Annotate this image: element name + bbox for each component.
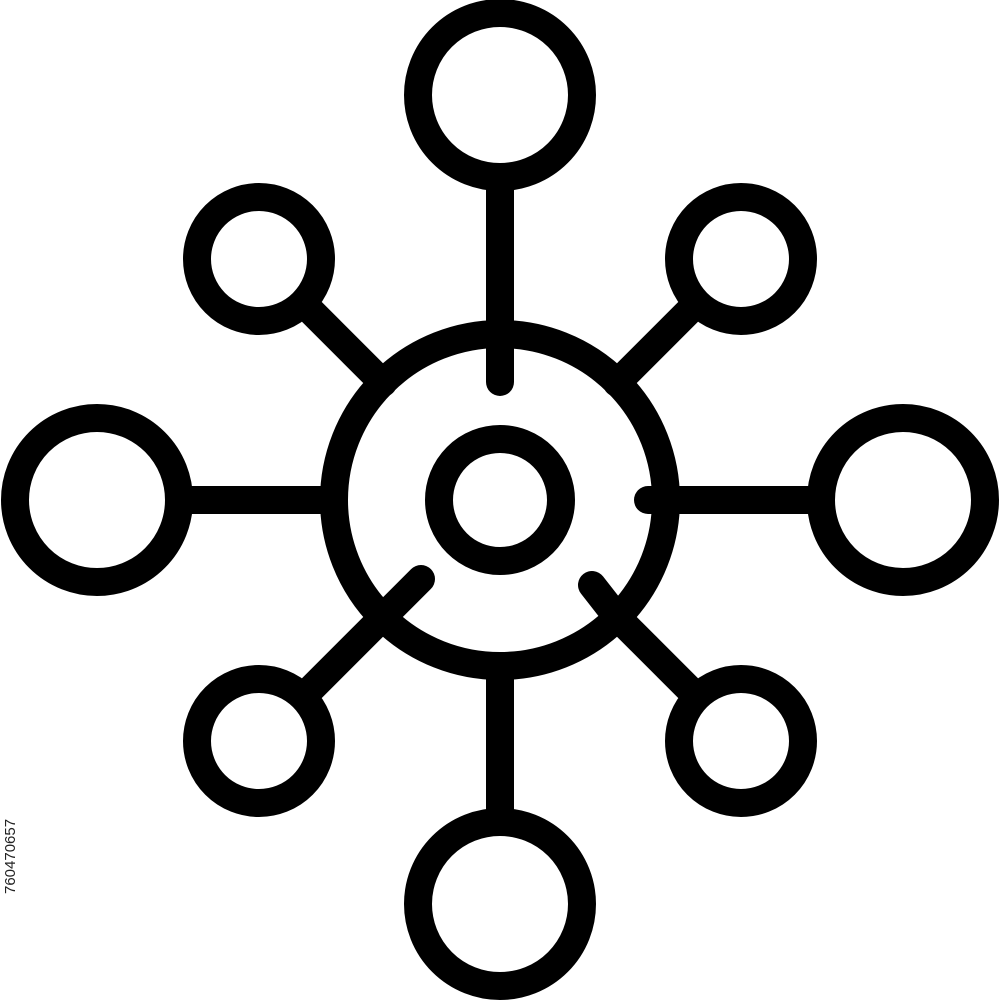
hub-inner-ring (425, 425, 575, 575)
node-right (807, 404, 999, 596)
spoke-top-left (297, 297, 397, 397)
spoke-bottom-right (603, 603, 703, 703)
node-top-right (665, 183, 817, 335)
spoke-bottom-left (297, 603, 397, 703)
node-bottom-right (665, 665, 817, 817)
watermark-id-text: 760470657 (2, 818, 19, 894)
node-top-left (183, 183, 335, 335)
spoke-top-right (603, 297, 703, 397)
node-left (1, 404, 193, 596)
node-bottom (404, 808, 596, 1000)
node-bottom-left (183, 665, 335, 817)
node-top (404, 0, 596, 191)
